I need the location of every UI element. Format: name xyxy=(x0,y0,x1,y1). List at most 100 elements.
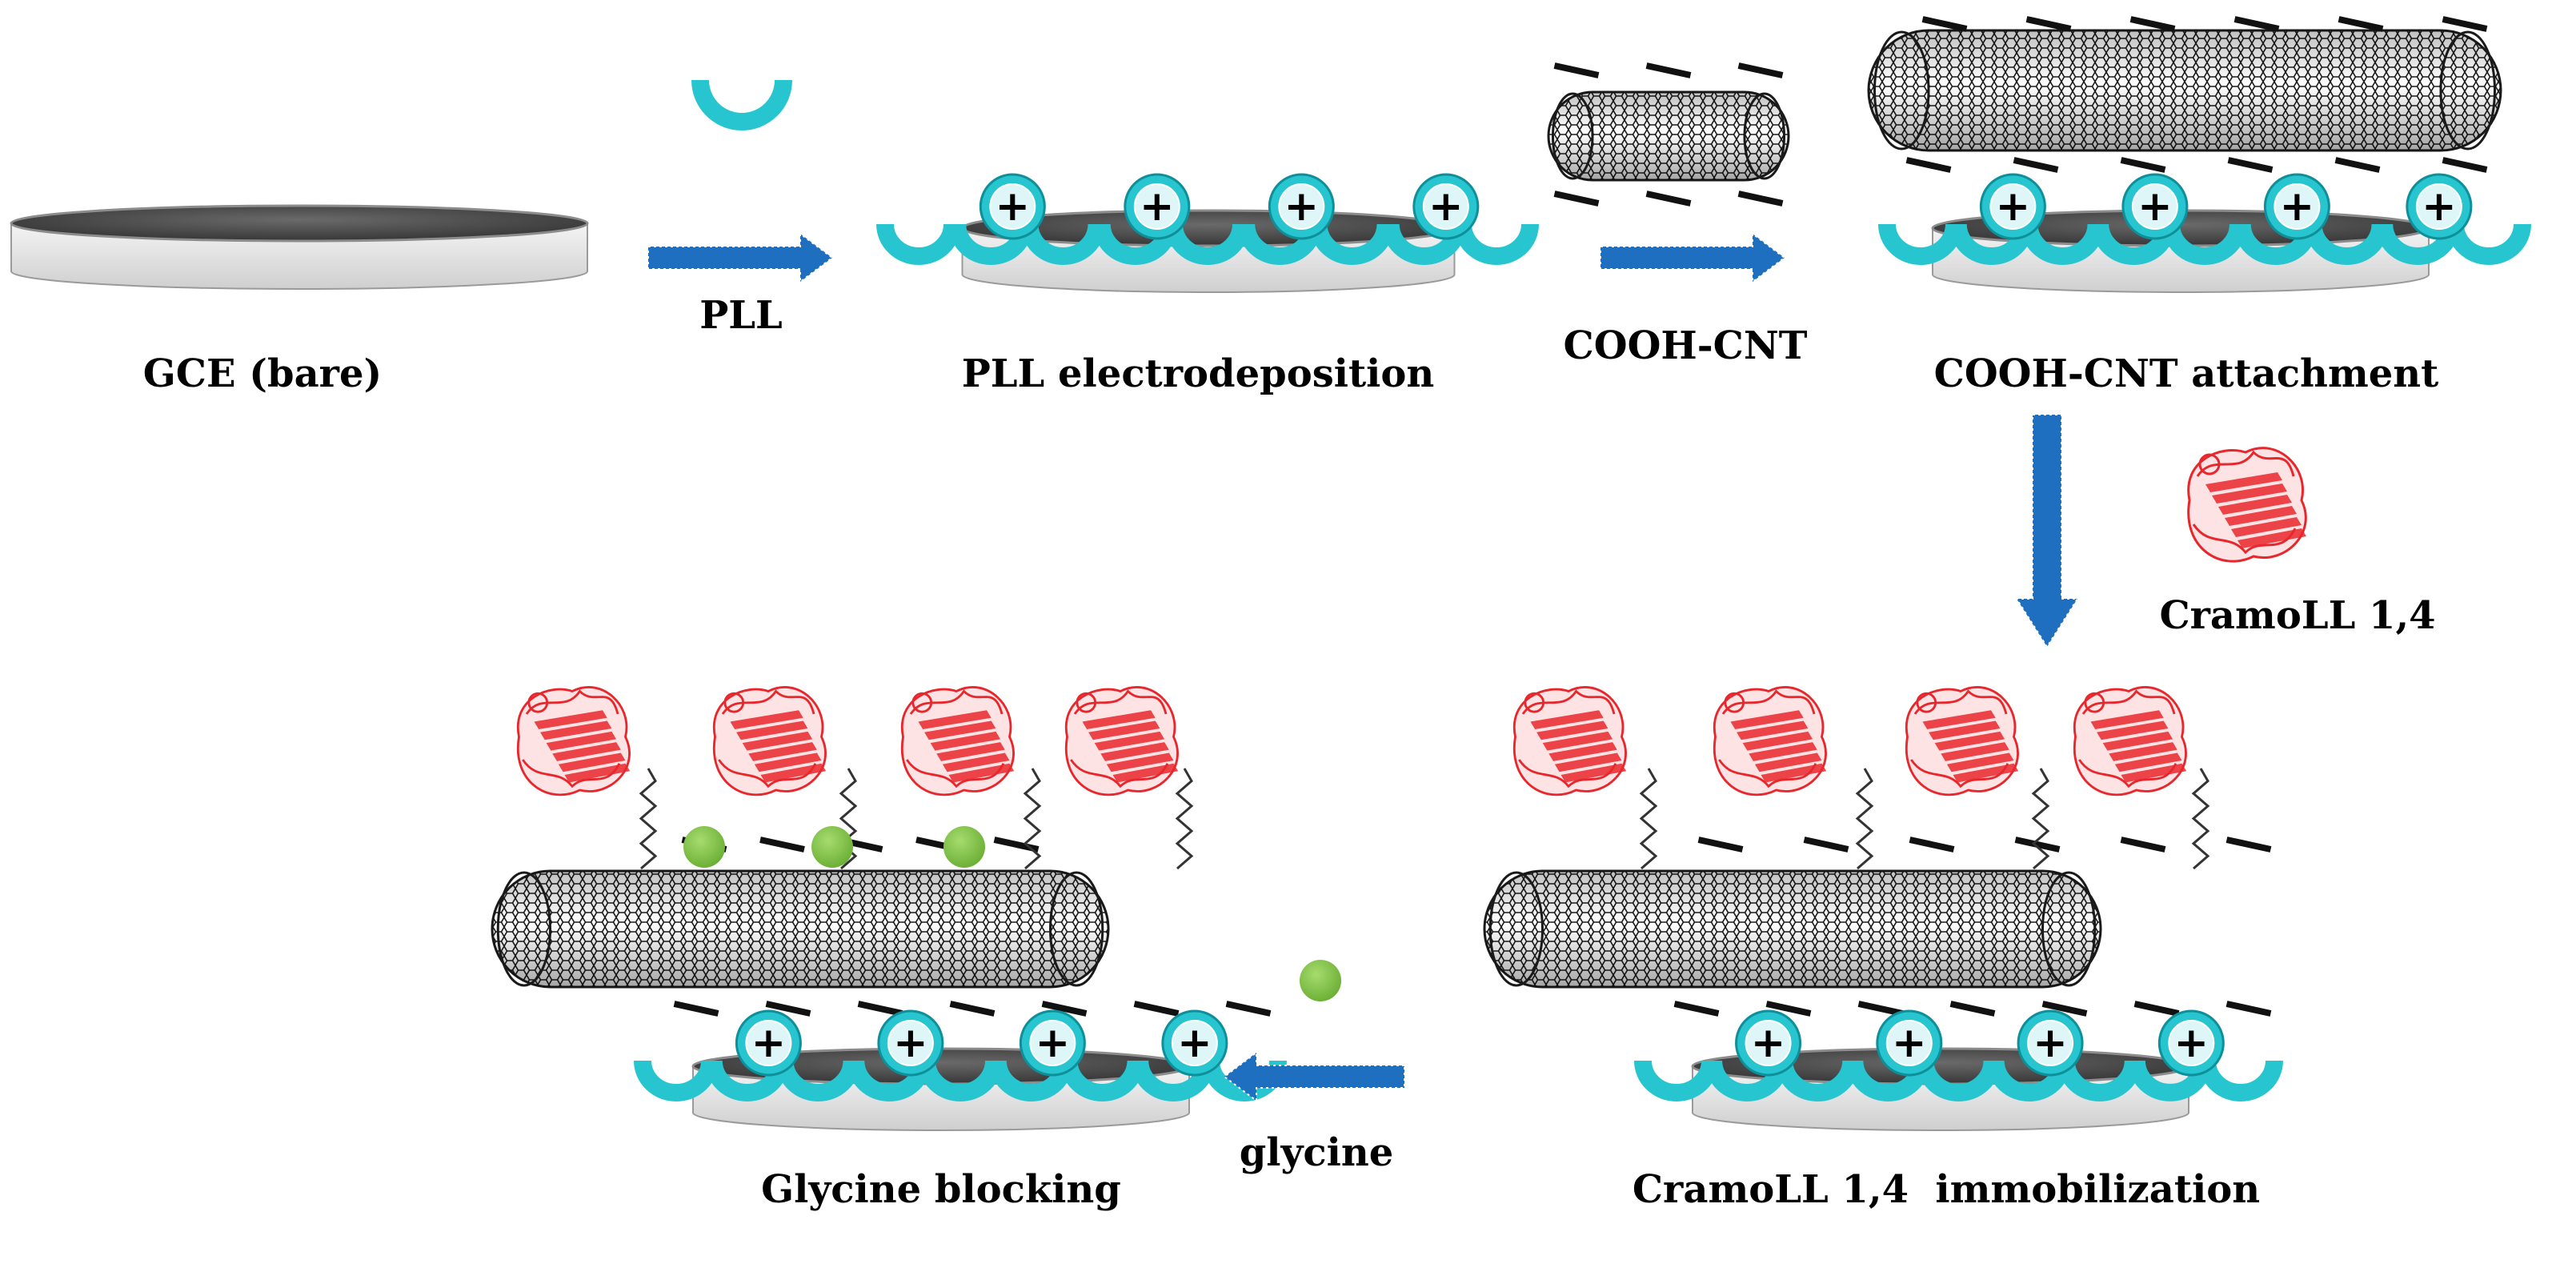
positive-charge-symbol: + xyxy=(2174,1019,2209,1067)
enzyme-beta-strand xyxy=(1554,752,1622,772)
cnt-left-end xyxy=(1873,30,1930,150)
enzyme-beta-strand xyxy=(558,752,626,772)
pll-cup xyxy=(2446,223,2531,265)
negative-charge-row xyxy=(1921,16,2488,32)
positive-charge-symbol: + xyxy=(2137,183,2173,231)
arrow-icon xyxy=(1223,1051,1405,1102)
enzyme-loop xyxy=(721,689,815,715)
linker-path xyxy=(1855,768,1874,870)
enzyme-beta-strand xyxy=(546,731,617,751)
pll-monomer-core xyxy=(1278,183,1325,230)
enzyme-beta-strand xyxy=(1922,710,1996,729)
enzyme-beta-strand xyxy=(1082,710,1156,729)
negative-charge-dash xyxy=(1553,191,1600,207)
linker-path xyxy=(1175,768,1194,870)
label-cooh-cnt-attachment: COOH-CNT attachment xyxy=(1933,351,2439,396)
enzyme-beta-strand xyxy=(2097,720,2169,740)
cnt-right-end xyxy=(1743,92,1785,180)
pll-monomer-core xyxy=(1422,183,1469,230)
cnt-left-end xyxy=(496,871,551,987)
carbon-nanotube-icon xyxy=(1547,90,1790,182)
enzyme-loop xyxy=(1518,759,1617,788)
enzyme-coil xyxy=(2198,453,2221,475)
positive-charge-symbol: + xyxy=(1996,183,2031,231)
pll-cup xyxy=(775,1060,861,1101)
arrow-left xyxy=(1223,1051,1405,1102)
negative-charge-dash xyxy=(1909,837,1955,853)
pll-cup xyxy=(1020,223,1106,265)
positive-charge-symbol: + xyxy=(893,1019,928,1067)
linker-spring xyxy=(2031,768,2050,870)
negative-charge-dash xyxy=(2025,16,2072,32)
linker-spring xyxy=(1023,768,1042,870)
negative-charge-dash xyxy=(1857,1001,1904,1017)
enzyme-beta-strand xyxy=(1946,752,2014,772)
linker-spring xyxy=(1855,768,1874,870)
enzyme-coil xyxy=(1076,692,1097,713)
enzyme-beta-strand xyxy=(1112,763,1179,783)
negative-charge-dash xyxy=(2442,16,2488,32)
pll-cup xyxy=(1634,1060,1719,1101)
enzyme-beta-strand xyxy=(1094,731,1165,751)
negative-charge-dash xyxy=(949,1001,996,1017)
glycine-dot-icon xyxy=(811,826,853,868)
cnt-left-end xyxy=(1552,92,1594,180)
enzyme-protein-icon xyxy=(516,686,631,796)
pll-cup xyxy=(1165,223,1250,265)
negative-charge-dash xyxy=(1803,837,1849,853)
enzyme-beta-strand xyxy=(936,742,1005,761)
pll-cup xyxy=(2057,1060,2142,1101)
negative-charge-dash xyxy=(2338,16,2384,32)
positive-charge-symbol: + xyxy=(1751,1019,1786,1067)
enzyme-beta-strand xyxy=(1737,720,1809,740)
pll-monomer-core xyxy=(887,1020,934,1066)
negative-charge-dash xyxy=(1737,191,1784,207)
pll-monomer-core xyxy=(1171,1020,1218,1066)
pll-monomer-icon xyxy=(691,79,792,130)
enzyme-loop xyxy=(2192,524,2297,555)
enzyme-beta-strand xyxy=(2225,506,2297,526)
enzyme-beta-strand xyxy=(1934,731,2005,751)
positive-charge-symbol: + xyxy=(751,1019,787,1067)
enzyme-loop xyxy=(1721,689,1816,715)
positive-charge-symbol: + xyxy=(2280,183,2315,231)
pll-monomer-core xyxy=(2274,183,2321,230)
enzyme-beta-strand xyxy=(948,763,1015,783)
carbon-nanotube-icon xyxy=(1483,869,2102,989)
enzyme-beta-strand xyxy=(1730,710,1804,729)
enzyme-loop xyxy=(522,759,621,788)
label-cramoll-immobilization: CramoLL 1,4 immobilization xyxy=(1632,1167,2261,1212)
label-glycine: glycine xyxy=(1239,1130,1394,1175)
enzyme-beta-strand xyxy=(2109,742,2177,761)
pll-cup xyxy=(634,1060,719,1101)
enzyme-beta-strand xyxy=(942,752,1010,772)
enzyme-beta-strand xyxy=(748,742,817,761)
negative-charge-dash xyxy=(2227,157,2274,173)
enzyme-beta-strand xyxy=(1941,742,2009,761)
pll-cup xyxy=(2020,223,2105,265)
positive-charge-symbol: + xyxy=(996,183,1031,231)
pll-layer: ++++ xyxy=(1634,1009,2283,1101)
carbon-nanotube-icon xyxy=(491,869,1110,989)
pll-layer: ++++ xyxy=(1878,173,2531,265)
enzyme-protein-icon xyxy=(1512,686,1627,796)
enzyme-beta-strand xyxy=(2114,752,2182,772)
negative-charge-dash xyxy=(2334,157,2381,173)
enzyme-beta-strand xyxy=(1754,752,1822,772)
enzyme-beta-strand xyxy=(742,731,813,751)
linker-path xyxy=(1023,768,1042,870)
negative-charge-row xyxy=(673,1001,1272,1017)
enzyme-beta-strand xyxy=(2205,472,2282,492)
pll-cup xyxy=(2304,223,2390,265)
linker-spring xyxy=(639,768,658,870)
cnt-shading xyxy=(1869,30,2501,150)
linker-path xyxy=(639,768,658,870)
enzyme-coil xyxy=(1524,692,1545,713)
enzyme-loop xyxy=(2078,759,2177,788)
pll-monomer-core xyxy=(2168,1020,2215,1066)
pll-layer: ++++ xyxy=(634,1009,1287,1101)
cnt-shading xyxy=(1484,871,2101,987)
enzyme-loop xyxy=(1913,689,2008,715)
pll-monomer-core xyxy=(1133,183,1180,230)
